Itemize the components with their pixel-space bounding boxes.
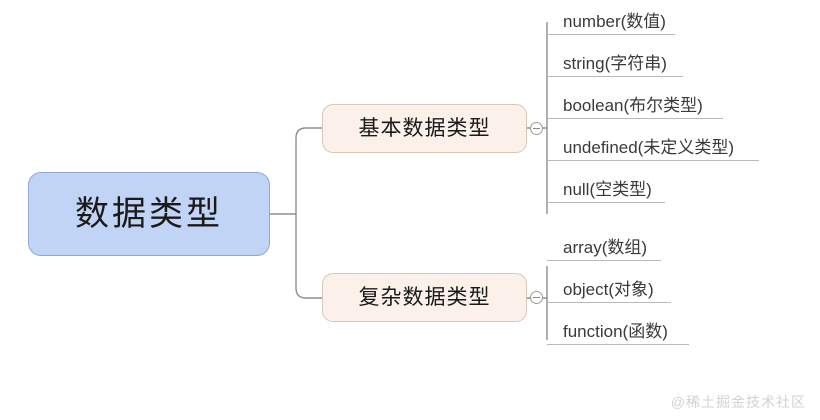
- leaf-node[interactable]: array(数组): [547, 225, 661, 261]
- leaf-node[interactable]: function(函数): [547, 309, 689, 345]
- leaf-node-label: array(数组): [563, 238, 648, 258]
- collapse-toggle-basic-icon[interactable]: [530, 122, 543, 135]
- leaf-node[interactable]: boolean(布尔类型): [547, 83, 723, 119]
- leaf-node-label: boolean(布尔类型): [563, 96, 703, 116]
- branch-node-complex[interactable]: 复杂数据类型: [322, 273, 527, 322]
- root-node[interactable]: 数据类型: [28, 172, 270, 256]
- leaf-node-label: null(空类型): [563, 180, 652, 200]
- collapse-toggle-complex-icon[interactable]: [530, 291, 543, 304]
- leaf-node[interactable]: number(数值): [547, 0, 675, 35]
- branch-node-complex-label: 复杂数据类型: [358, 286, 491, 309]
- leaf-node[interactable]: object(对象): [547, 267, 671, 303]
- leaf-node[interactable]: null(空类型): [547, 167, 665, 203]
- leaf-node-label: undefined(未定义类型): [563, 138, 735, 158]
- leaf-node-label: number(数值): [563, 12, 666, 32]
- leaf-node[interactable]: string(字符串): [547, 41, 683, 77]
- branch-node-basic-label: 基本数据类型: [358, 117, 491, 140]
- leaf-node-label: string(字符串): [563, 54, 667, 74]
- branch-node-basic[interactable]: 基本数据类型: [322, 104, 527, 153]
- leaf-node-label: function(函数): [563, 322, 668, 342]
- root-node-label: 数据类型: [75, 195, 223, 233]
- watermark: @稀土掘金技术社区: [670, 394, 806, 410]
- leaf-node-label: object(对象): [563, 280, 654, 300]
- leaf-node[interactable]: undefined(未定义类型): [547, 125, 759, 161]
